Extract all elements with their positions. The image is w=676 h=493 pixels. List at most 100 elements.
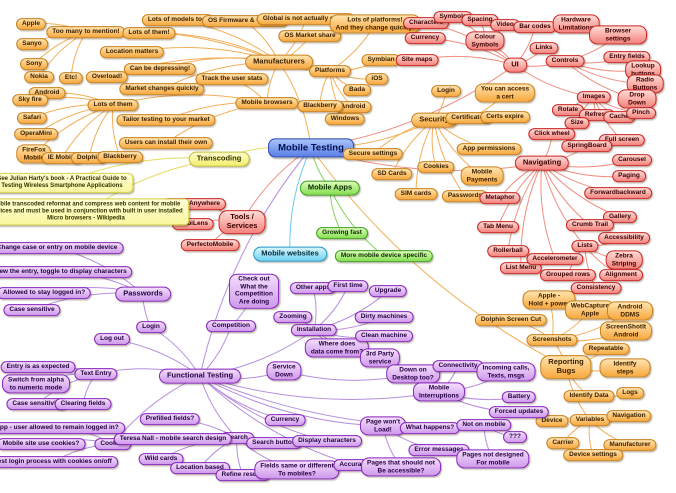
node-fieldssame[interactable]: Fields same or different To mobiles? (254, 460, 340, 480)
node-platforms[interactable]: Platforms (309, 65, 351, 77)
node-clearingfields[interactable]: Clearing fields (54, 398, 112, 410)
node-identifydata[interactable]: Identify Data (563, 390, 615, 402)
node-wheredata[interactable]: Where does data come from? (304, 338, 370, 358)
node-characters[interactable]: Characters (403, 17, 449, 29)
node-downdesktop[interactable]: Down on Desktop too? (386, 364, 440, 384)
node-blackberryp[interactable]: Blackberry (297, 100, 343, 112)
node-allowedstay[interactable]: Allowed to stay logged in? (0, 287, 92, 299)
node-manufacturer1[interactable]: Manufacturer (603, 439, 657, 451)
node-teresa[interactable]: Teresa Nall - mobile search design (113, 433, 233, 445)
node-dolphincut[interactable]: Dolphin Screen Cut (474, 314, 548, 326)
node-nokia[interactable]: Nokia (24, 71, 54, 83)
node-pagesshouldnot[interactable]: Pages that should not Be accessible? (361, 457, 441, 477)
node-securesettings[interactable]: Secure settings (342, 148, 404, 160)
node-repeatable[interactable]: Repeatable (582, 343, 630, 355)
node-barcodes[interactable]: Bar codes (513, 21, 557, 33)
node-pinch[interactable]: Pinch (626, 107, 656, 119)
node-dropdown[interactable]: Drop Down (617, 89, 657, 109)
node-displaychars[interactable]: Display characters (292, 435, 362, 447)
node-thirdparty[interactable]: 3rd Party service (359, 348, 401, 368)
node-mobileint[interactable]: Mobile Interruptions (412, 382, 466, 402)
node-dirtymachines[interactable]: Dirty machines (354, 311, 414, 323)
node-cleanmachine[interactable]: Clean machine (355, 330, 413, 342)
node-currencyf[interactable]: Currency (264, 414, 306, 426)
node-webcapture[interactable]: WebCapture Apple (564, 300, 616, 320)
node-toomany[interactable]: Too many to mention! (46, 26, 126, 38)
node-firsttime[interactable]: First time (327, 280, 369, 292)
node-images[interactable]: Images (576, 91, 612, 103)
node-metaphor[interactable]: Metaphor (479, 192, 521, 204)
node-mobilepayments[interactable]: Mobile Payments (460, 166, 504, 186)
node-mt[interactable]: Mobile Testing (268, 138, 354, 158)
node-ui[interactable]: UI (503, 57, 527, 73)
node-navigation[interactable]: Navigation (606, 410, 652, 422)
node-clickwheel[interactable]: Click wheel (528, 128, 576, 140)
node-manufacturers[interactable]: Manufacturers (245, 54, 313, 70)
node-testloginprocess[interactable]: Test login process with cookies on/off (0, 456, 118, 468)
node-qqq[interactable]: ??? (503, 431, 527, 443)
node-passwordsp[interactable]: Passwords (115, 286, 171, 302)
node-forcedupdates[interactable]: Forced updates (488, 406, 550, 418)
node-appuserallowed[interactable]: App - user allowed to remain logged in? (0, 422, 125, 434)
node-logout[interactable]: Log out (94, 333, 130, 345)
node-crumbtrail[interactable]: Crumb Trail (565, 219, 615, 231)
node-ios[interactable]: iOS (365, 73, 389, 85)
node-installation[interactable]: Installation (290, 324, 338, 336)
node-locationbased[interactable]: Location based (170, 462, 230, 474)
node-variables[interactable]: Variables (569, 414, 611, 426)
node-etc[interactable]: Etc! (58, 72, 84, 84)
node-switchalpha[interactable]: Switch from alpha to numeric mode (2, 374, 70, 394)
node-locationmatters[interactable]: Location matters (99, 46, 165, 58)
node-lists[interactable]: Lists (571, 240, 599, 252)
node-cookiess[interactable]: Cookies (417, 161, 455, 173)
node-listmenu[interactable]: List Menu (499, 262, 543, 274)
node-note2[interactable]: Mobile transcoded reformat and compress … (0, 198, 190, 226)
node-accelerometer[interactable]: Accelerometer (526, 253, 584, 265)
node-viewentry[interactable]: View the entry, toggle to display charac… (0, 266, 133, 278)
node-pagewontload[interactable]: Page won't Load! (359, 416, 407, 436)
node-userscaninstall[interactable]: Users can install their own (118, 137, 214, 149)
node-transcoding[interactable]: Transcoding (188, 151, 250, 167)
node-alignment[interactable]: Alignment (599, 269, 643, 281)
node-safari[interactable]: Safari (16, 112, 48, 124)
node-tabmenu[interactable]: Tab Menu (477, 221, 519, 233)
node-forwardback[interactable]: Forwardbackward (584, 187, 652, 199)
node-tools[interactable]: Tools / Services (218, 210, 266, 234)
node-apppermissions[interactable]: App permissions (456, 143, 522, 155)
node-mobilesitecookies[interactable]: Mobile site use cookies? (0, 438, 86, 450)
node-casesensitive[interactable]: Case sensitive (3, 304, 61, 316)
node-functional[interactable]: Functional Testing (158, 368, 242, 384)
node-blackberryb[interactable]: Blackberry (97, 151, 143, 163)
node-devicesettings[interactable]: Device settings (563, 449, 623, 461)
node-perfecto[interactable]: PerfectoMobile (180, 239, 240, 251)
node-grouped[interactable]: Grouped rows (539, 269, 597, 281)
node-skyfire[interactable]: Sky fire (12, 94, 48, 106)
node-morespecific[interactable]: More mobile device specific (334, 250, 434, 262)
node-servicedown[interactable]: Service Down (266, 361, 302, 381)
node-linksui[interactable]: Links (529, 42, 559, 54)
node-screenshots[interactable]: Screenshots (526, 334, 578, 346)
node-changecase[interactable]: Change case or entry on mobile device (0, 242, 124, 254)
node-controls[interactable]: Controls (545, 55, 585, 67)
node-wildcards[interactable]: Wild cards (138, 453, 184, 465)
node-upgrade[interactable]: Upgrade (368, 285, 408, 297)
node-apple[interactable]: Apple (15, 18, 47, 30)
node-trackstats[interactable]: Track the user stats (195, 73, 269, 85)
node-currencyui[interactable]: Currency (404, 32, 446, 44)
node-androidddms[interactable]: Android DDMS (607, 301, 653, 321)
node-tailor[interactable]: Tailor testing to your market (116, 114, 216, 126)
node-osmarket[interactable]: OS Market share (278, 30, 342, 42)
node-coloursymbols[interactable]: Colour Symbols (465, 31, 505, 51)
node-operamini[interactable]: OperaMini (14, 128, 58, 140)
node-notonmobile[interactable]: Not on mobile (456, 419, 512, 431)
node-lotsofthem1[interactable]: Lots of them! (122, 27, 176, 39)
node-certsexpire[interactable]: Certs expire (480, 111, 530, 123)
node-sony[interactable]: Sony (20, 58, 48, 70)
node-paging[interactable]: Paging (612, 170, 646, 182)
node-prefilled[interactable]: Prefilled fields? (139, 413, 201, 425)
node-mobileapps[interactable]: Mobile Apps (299, 180, 361, 196)
node-carousel[interactable]: Carousel (612, 154, 652, 166)
node-springboard[interactable]: SpringBoard (561, 140, 613, 152)
node-textentry[interactable]: Text Entry (74, 368, 118, 380)
node-note1[interactable]: See Julian Harty's book - A Practical Gu… (0, 172, 134, 194)
